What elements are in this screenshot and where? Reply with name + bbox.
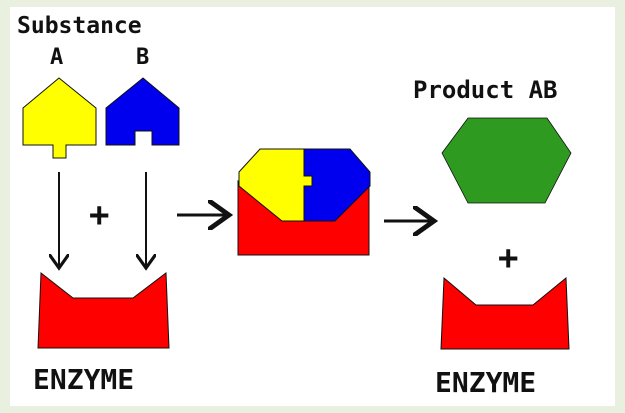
product-ab-label: Product AB: [413, 76, 558, 104]
substance-b-label: B: [136, 45, 150, 70]
enzyme-right-label: ENZYME: [435, 366, 537, 399]
substance-a-shape: [22, 77, 97, 159]
product-ab-shape: [441, 117, 572, 204]
substance-b-shape: [105, 77, 180, 146]
enzyme-right-shape: [440, 276, 570, 350]
substance-label: Substance: [17, 13, 142, 39]
complex-substance-b-shape: [303, 148, 371, 222]
substance-a-label: A: [50, 45, 64, 70]
plus-sign-left: +: [89, 195, 110, 235]
plus-sign-right: +: [498, 238, 519, 278]
enzyme-left-label: ENZYME: [33, 363, 135, 396]
enzyme-left-shape: [37, 272, 170, 349]
